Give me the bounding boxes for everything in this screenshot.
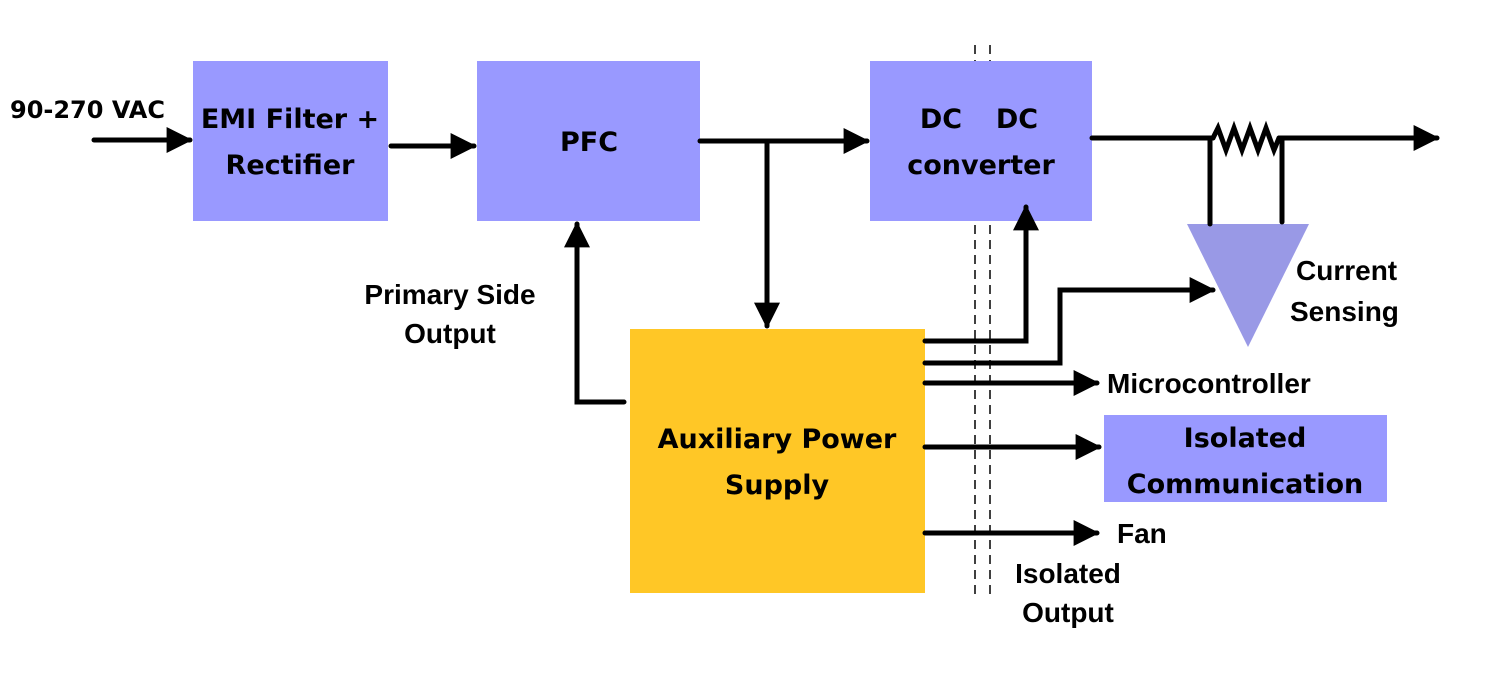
isolated-output-label-line1: Isolated bbox=[1015, 558, 1121, 589]
aux-to-pfc-arrow bbox=[564, 221, 627, 405]
pfc-block-label: PFC bbox=[560, 127, 618, 158]
isolated-output-label-line2: Output bbox=[1022, 597, 1114, 628]
dc-dc-converter-block[interactable] bbox=[870, 61, 1092, 221]
aux-block-label-line1: Auxiliary Power bbox=[658, 424, 897, 455]
microcontroller-label: Microcontroller bbox=[1107, 368, 1311, 399]
connections bbox=[91, 120, 1440, 546]
dcdc-block-label-line2: converter bbox=[907, 150, 1055, 181]
primary-side-label-line1: Primary Side bbox=[364, 279, 535, 310]
aux-to-current-sensing-arrow bbox=[922, 277, 1216, 366]
current-sensing-label-line1: Current bbox=[1296, 255, 1397, 286]
isocomm-block-label-line2: Communication bbox=[1127, 469, 1364, 500]
emi-block-label-line2: Rectifier bbox=[226, 150, 356, 181]
pfc-block[interactable] bbox=[477, 61, 700, 221]
current-sensing-amplifier-icon bbox=[1187, 224, 1309, 347]
auxiliary-power-supply-block[interactable] bbox=[630, 329, 925, 593]
dcdc-block-label-right: DC bbox=[996, 104, 1038, 135]
emi-block-label-line1: EMI Filter + bbox=[201, 104, 379, 135]
shunt-resistor-icon bbox=[1210, 120, 1282, 158]
fan-label: Fan bbox=[1117, 518, 1167, 549]
emi-filter-rectifier-block[interactable] bbox=[193, 61, 388, 221]
primary-side-label-line2: Output bbox=[404, 318, 496, 349]
current-sensing-label-line2: Sensing bbox=[1290, 296, 1399, 327]
dcdc-block-label-left: DC bbox=[920, 104, 962, 135]
input-voltage-label: 90-270 VAC bbox=[10, 96, 165, 124]
isocomm-block-label-line1: Isolated bbox=[1184, 423, 1307, 454]
aux-block-label-line2: Supply bbox=[725, 470, 830, 501]
isolated-communication-block[interactable] bbox=[1104, 415, 1387, 502]
aux-to-dcdc-arrow bbox=[922, 204, 1039, 344]
